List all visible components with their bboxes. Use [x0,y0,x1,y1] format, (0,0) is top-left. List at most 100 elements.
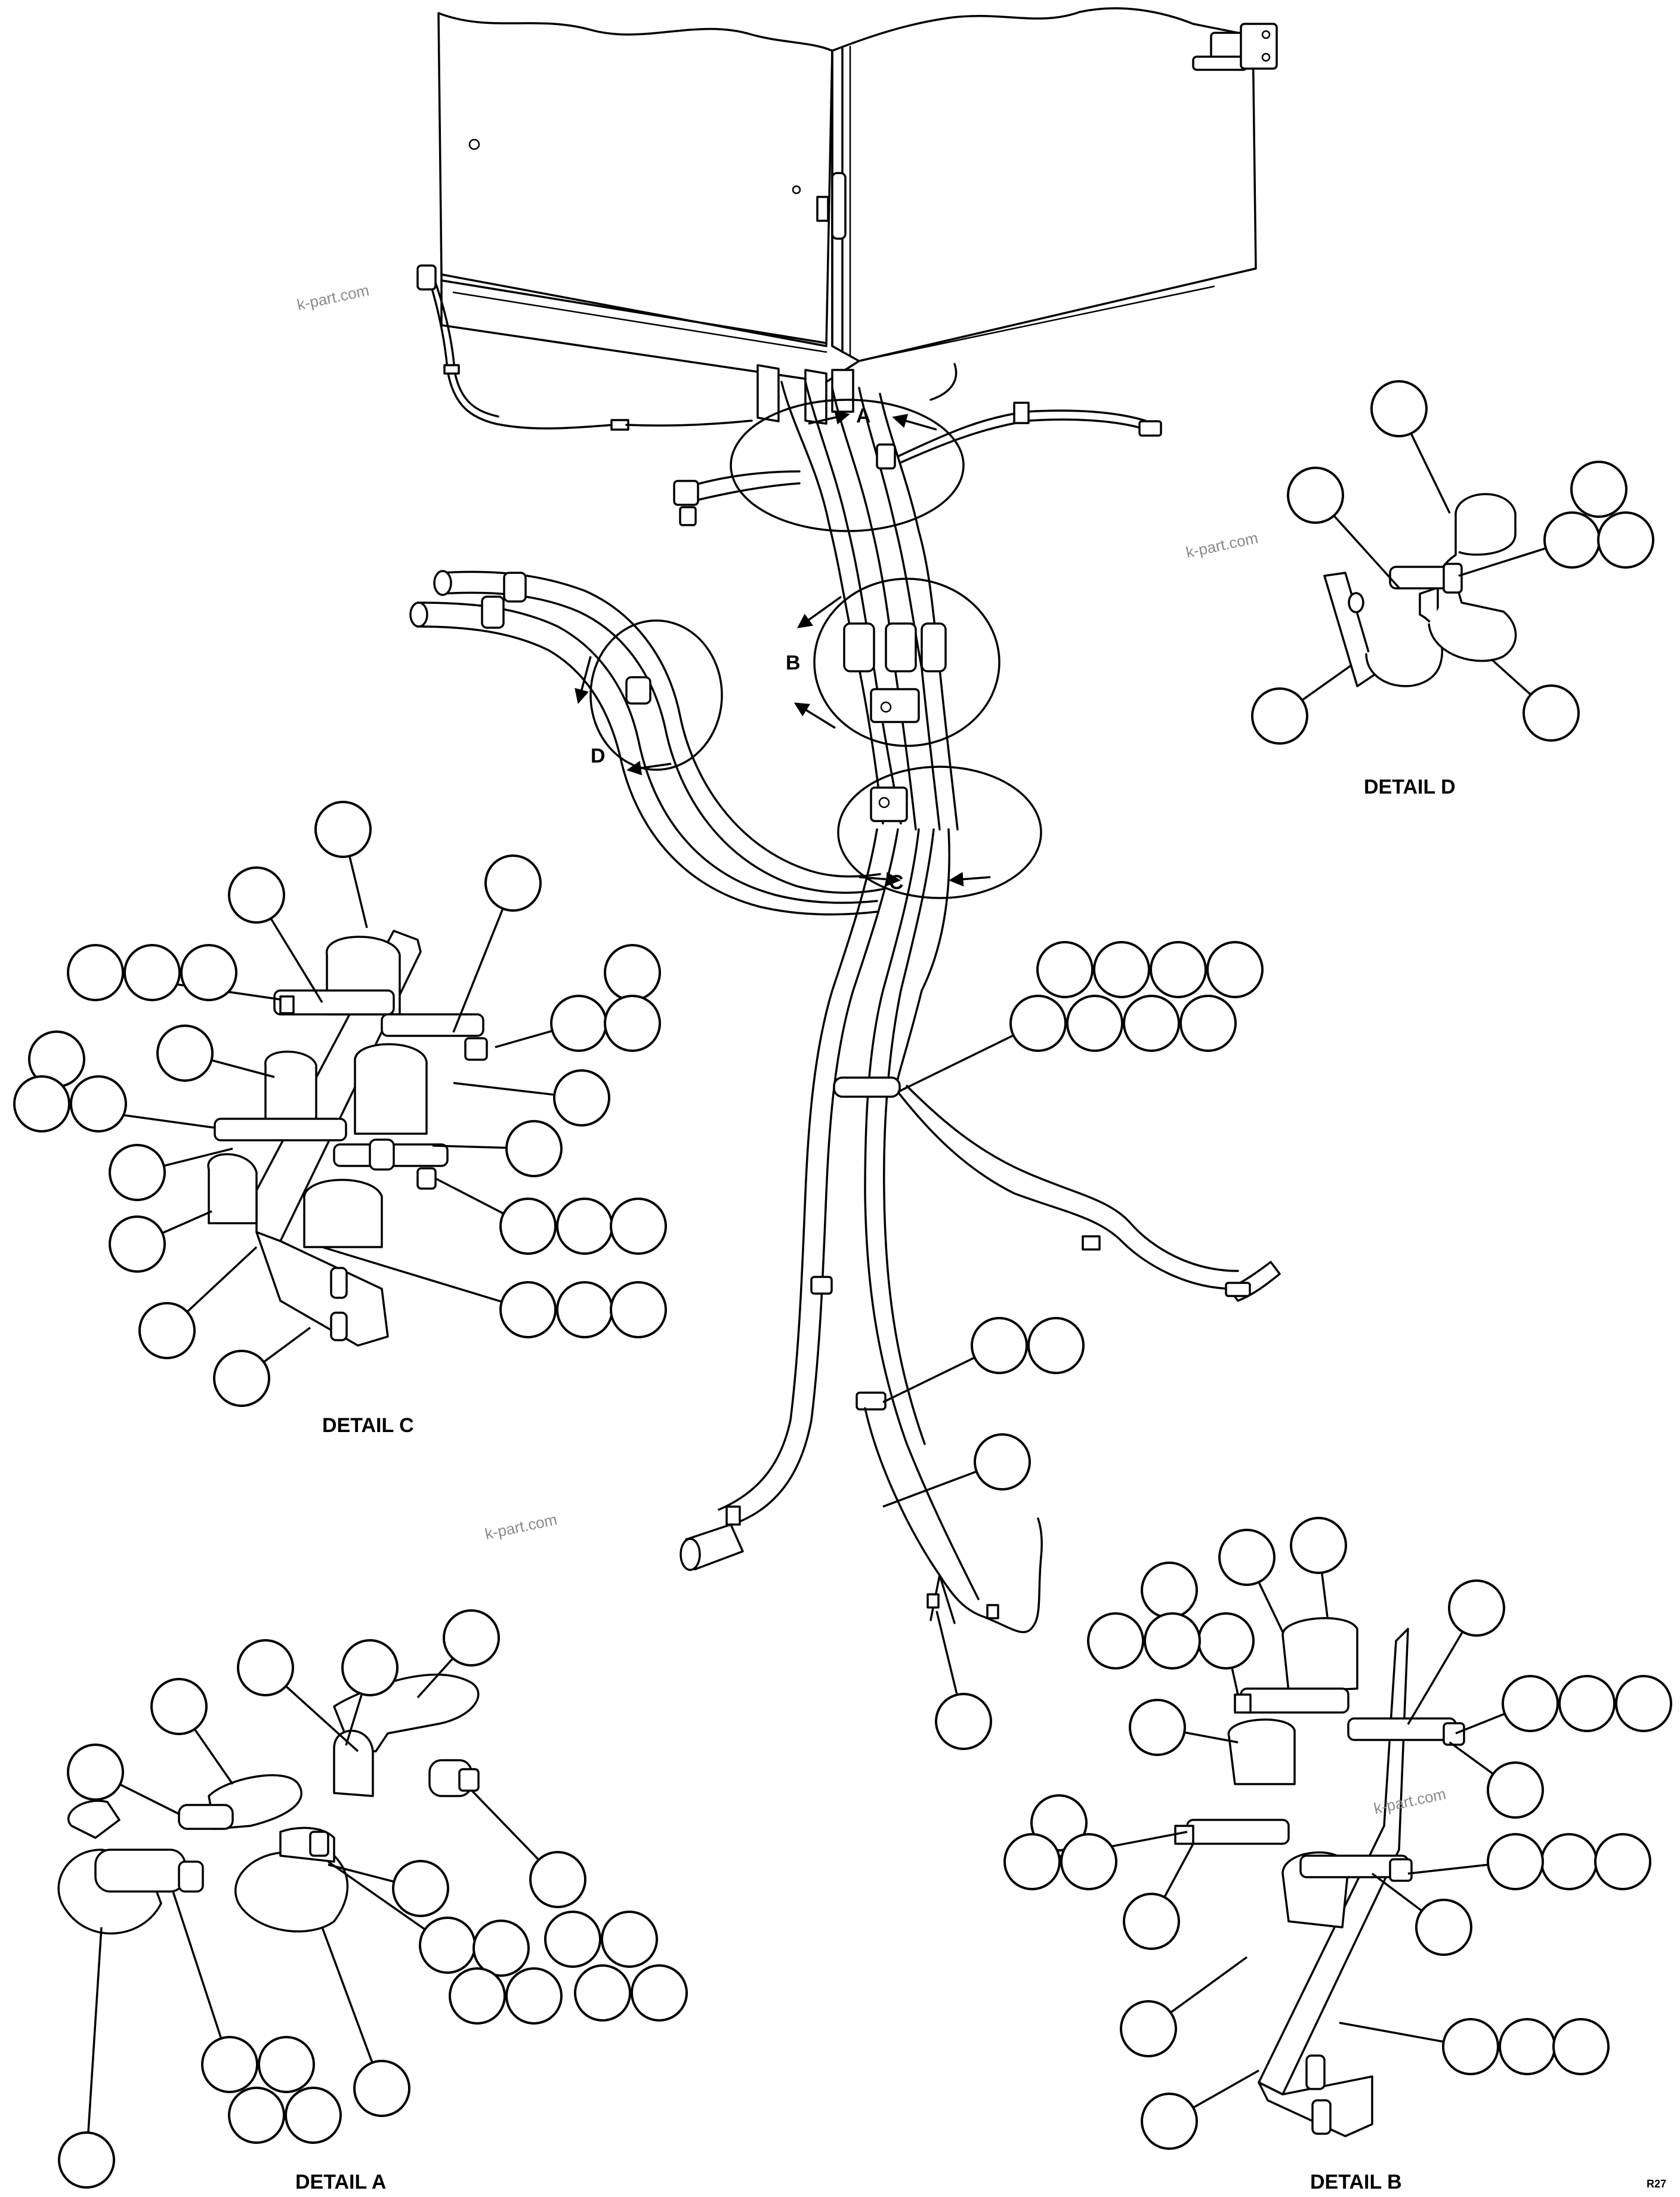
item-balloon [935,1693,992,1750]
item-balloon [556,1198,613,1255]
item-balloon [529,1851,586,1908]
item-balloon [1218,1529,1276,1586]
item-balloon [1206,941,1264,998]
watermark-3: k-part.com [483,1510,558,1543]
detail-d-caption: DETAIL D [1364,776,1456,798]
item-balloon [341,1639,399,1696]
item-balloon [1499,2018,1556,2075]
balloon-leader [1410,433,1451,514]
sheet-code: R27 [1647,2178,1666,2190]
item-balloon [505,1967,563,2025]
item-balloon [1179,995,1237,1052]
item-balloon [1087,1612,1144,1670]
item-balloon [1150,941,1207,998]
item-balloon [109,1215,166,1273]
item-balloon [1197,1612,1255,1670]
item-balloon [67,944,124,1001]
item-balloon [1144,1612,1201,1670]
item-balloon [544,1911,601,1968]
item-balloon [1066,995,1123,1052]
balloon-leader [163,1147,233,1167]
balloon-leader [87,1927,103,2133]
balloon-leader [1333,514,1400,589]
balloon-leader [162,1210,212,1235]
balloon-leader [345,1693,363,1746]
item-balloon [1558,1675,1616,1732]
item-balloon [1522,684,1580,742]
item-balloon [419,1917,476,1974]
item-balloon [1141,1562,1198,1619]
item-balloon [353,2060,410,2117]
watermark-1: k-part.com [295,281,370,314]
item-balloon [604,995,661,1052]
item-balloon [1552,2018,1610,2075]
detail-circles [589,399,1042,899]
item-balloon [1290,1517,1347,1574]
balloon-leader [285,1685,359,1752]
callout-d-label: D [591,745,606,767]
balloon-leader [270,918,323,1003]
item-balloon [1027,1317,1085,1374]
balloon-leader [470,1789,540,1861]
detail-b-caption: DETAIL B [1310,2171,1402,2193]
balloon-leader [1231,1667,1239,1695]
item-balloon [1009,995,1067,1052]
balloon-leader [1184,1731,1239,1744]
balloon-leader [186,1246,258,1313]
balloon-leader [882,1356,975,1403]
item-balloon [228,866,285,924]
balloon-leader [262,1326,311,1363]
item-balloon [67,1744,124,1801]
watermark-2: k-part.com [1184,529,1259,561]
item-balloon [1615,1675,1672,1732]
callout-c-label: C [889,871,904,894]
balloon-leader [1455,1712,1505,1735]
item-balloon [58,2131,115,2189]
item-balloon [237,1639,294,1696]
detail-d-drawing [1323,493,1517,687]
item-balloon [556,1281,613,1338]
item-balloon [1487,1833,1544,1890]
balloon-leader [495,1029,553,1048]
item-balloon [285,2087,342,2144]
item-balloon [180,944,237,1001]
balloon-leader [1407,1863,1488,1875]
item-balloon [1120,2000,1177,2057]
item-balloon [484,854,542,912]
item-balloon [123,944,181,1001]
item-balloon [70,1075,127,1133]
balloon-leader [1301,664,1352,701]
item-balloon [314,801,372,858]
balloon-leader [882,1470,977,1508]
item-balloon [1093,941,1150,998]
item-balloon [1003,1833,1061,1890]
control-cabinet [416,7,1278,526]
item-balloon [610,1198,667,1255]
balloon-leader [1407,1631,1464,1725]
hose-bundle [409,381,1281,1634]
balloon-leader [1320,1572,1329,1618]
item-balloon [109,1144,166,1201]
item-balloon [1123,1893,1180,1950]
item-balloon [13,1075,70,1133]
item-balloon [472,1920,530,1977]
balloon-leader [322,1246,502,1303]
item-balloon [1594,1833,1651,1890]
balloon-leader [452,908,504,1033]
detail-c-drawing [207,930,488,1347]
item-balloon [1597,511,1654,569]
item-balloon [553,1069,610,1127]
balloon-leader [211,1059,275,1078]
item-balloon [156,1025,214,1082]
detail-a-caption: DETAIL A [295,2171,386,2193]
item-balloon [213,1350,270,1407]
item-balloon [1502,1675,1559,1732]
detail-c-circle [837,766,1042,899]
item-balloon [974,1433,1031,1491]
item-balloon [1251,687,1308,745]
item-balloon [1543,511,1601,569]
balloon-leader [1170,1956,1248,2014]
detail-c-caption: DETAIL C [322,1414,414,1437]
item-balloon [574,1964,631,2022]
balloon-leader [897,1034,1014,1093]
